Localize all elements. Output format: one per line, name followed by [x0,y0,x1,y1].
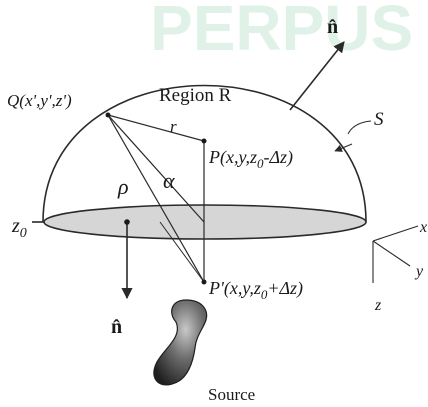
line-q-to-p [107,114,205,142]
region-label: Region R [159,85,232,106]
axis-z-label: z [374,297,382,314]
s-label: S [374,109,384,130]
p-point-label: P(x,y,z0-Δz) [208,147,293,171]
axis-y-label: y [414,263,424,280]
axis-y-line [372,240,411,267]
axis-x-line [372,225,419,242]
axis-x-label: x [419,219,427,236]
point-pprime [201,279,207,285]
normal-vector-top [289,41,345,111]
q-point-label: Q(x',y',z') [7,91,72,110]
line-q-to-center [107,114,205,223]
r-label: r [170,117,177,136]
normal-label-top: n̂ [327,16,338,38]
line-center-to-pprime [159,221,205,283]
s-leader-line [347,120,372,135]
line-q-to-pprime [107,114,205,283]
base-disc [43,204,367,240]
s-arrow [334,143,353,152]
rho-label: ρ [117,174,129,199]
z0-label: z0 [11,215,27,241]
point-q [105,112,111,118]
normal-label-bottom: n̂ [111,316,122,338]
source-label: Source [208,385,255,404]
alpha-label: α [163,168,175,193]
point-p [201,138,207,144]
pprime-point-label: P'(x,y,z0+Δz) [208,278,303,302]
hemisphere-surface [42,84,367,223]
source-blob [153,299,208,386]
disc-center-dot [124,219,130,225]
watermark-text: PERPUS V [150,0,428,64]
